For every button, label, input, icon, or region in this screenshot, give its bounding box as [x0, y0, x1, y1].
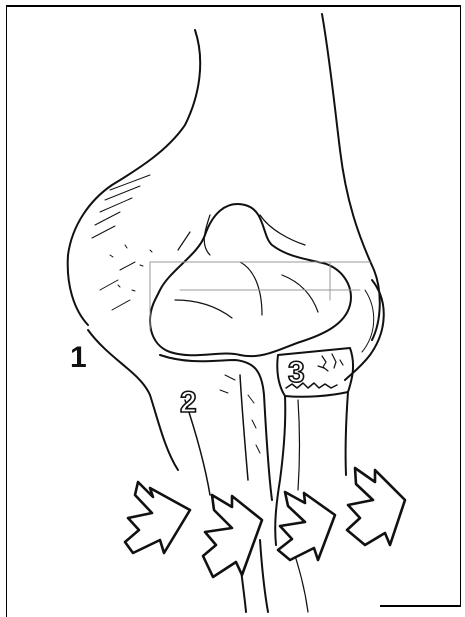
epicondyle-speckles	[110, 245, 152, 291]
radius-right-contour	[346, 392, 348, 475]
compression-arrow-4	[347, 468, 405, 545]
label-1: 1	[70, 343, 87, 373]
trochlea	[150, 204, 351, 356]
compression-arrow-2	[203, 495, 262, 577]
label-2: 2	[180, 388, 197, 418]
radial-head-comminution	[318, 354, 343, 371]
medial-epicondyle-hatching	[92, 175, 150, 310]
humerus-left-contour	[68, 30, 201, 325]
ulna-left-contour	[88, 330, 178, 470]
radius-left-contour	[275, 396, 285, 545]
label-3: 3	[288, 358, 305, 388]
compression-arrow-3	[278, 492, 335, 560]
compression-arrow-1	[125, 482, 190, 553]
lateral-capitellum-inner	[362, 290, 374, 352]
